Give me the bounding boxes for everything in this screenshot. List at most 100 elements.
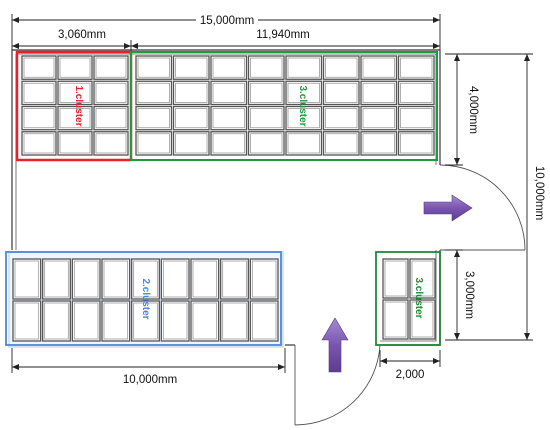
dim-total-height-bg: [532, 163, 548, 223]
cluster-3-top-cell-inner: [137, 57, 170, 78]
cluster-3-top-cell: [172, 55, 210, 80]
cluster-2-cell: [249, 258, 279, 300]
up-arrow-icon: [321, 317, 349, 373]
cluster-2-cell: [190, 258, 220, 300]
cluster-3-top-cell: [210, 131, 248, 156]
cluster-1-cell: [21, 80, 57, 106]
cluster-3-top-cell-inner: [325, 108, 358, 129]
cluster-2-cell: [71, 258, 101, 300]
cluster-3-top-cell-inner: [137, 108, 170, 129]
cluster-3-top-cell: [247, 105, 285, 131]
cluster-1-cell-inner: [59, 108, 91, 129]
cluster-3-top-cell-inner: [325, 57, 358, 78]
cluster-3-small-cell: [382, 299, 409, 340]
cluster-3-small-cell-inner: [411, 260, 434, 297]
cluster-3-top-cell: [247, 55, 285, 80]
cluster-3-small-label: 3.cluster: [413, 277, 424, 318]
cluster-2-cell: [220, 258, 249, 300]
cluster-2-cell: [160, 300, 190, 342]
cluster-1-cell-inner: [23, 108, 55, 129]
cluster-1-cell-inner: [95, 108, 127, 129]
cluster-3-top-cell: [322, 80, 360, 106]
cluster-3-small-cell: [409, 258, 436, 299]
cluster-2-cell-inner: [251, 260, 277, 298]
cluster-2-cell: [12, 300, 42, 342]
dimension-arrowheads: [12, 17, 530, 370]
cluster-2-cell: [42, 300, 71, 342]
cluster-1-label: 1.cluster: [73, 85, 84, 126]
cluster-2-cell-inner: [192, 302, 218, 340]
cluster-3-top-cell: [135, 105, 173, 131]
cluster-2-cell: [101, 300, 131, 342]
dim-total-width: 15,000mm: [200, 15, 254, 27]
cluster-3-small-cell-inner: [384, 301, 407, 338]
cluster-1-cell-inner: [95, 133, 127, 154]
cluster-2-cell-inner: [251, 302, 277, 340]
cluster-3-top-cell-inner: [137, 82, 170, 103]
cluster-3-top-cell-inner: [287, 82, 320, 103]
cluster-3-top-cell: [397, 105, 435, 131]
cluster-3-top-cell-inner: [287, 57, 320, 78]
right-arrow-icon: [423, 194, 473, 222]
cluster-3-top-cell-inner: [400, 133, 433, 154]
cluster-3-small-cell-inner: [384, 260, 407, 297]
cluster-3-top-cell-inner: [362, 57, 395, 78]
cluster-3-top-cell-inner: [362, 108, 395, 129]
cluster-3-top-cell-inner: [325, 82, 358, 103]
cluster-3-small-grid: [382, 258, 436, 340]
cluster-3-top-cell: [285, 105, 323, 131]
dim-small-width: 2,000: [396, 369, 425, 381]
cluster-2-label: 2.cluster: [140, 278, 151, 319]
cluster-3-top-grid: [135, 55, 435, 156]
cluster-1-cell: [21, 105, 57, 131]
cluster-3-top-cell: [397, 55, 435, 80]
cluster-3-top-cell: [135, 55, 173, 80]
cluster-1-cell: [57, 80, 93, 106]
cluster-3-small-outline: [375, 251, 441, 346]
cluster-2-cell-inner: [133, 260, 158, 298]
cluster-3-top-cell-inner: [137, 133, 170, 154]
cluster-2-cell-inner: [14, 302, 40, 340]
cluster-2-cell-inner: [162, 302, 188, 340]
cluster-2-cell: [220, 300, 249, 342]
cluster-2-grid: [12, 258, 279, 342]
cluster-3-top-cell: [322, 55, 360, 80]
cluster-1-cell-inner: [95, 82, 127, 103]
cluster-1-grid: [21, 55, 129, 156]
cluster-1-cell: [21, 55, 57, 80]
cluster-2-cell: [12, 258, 42, 300]
cluster-2-cell: [160, 258, 190, 300]
cluster-2-cell-inner: [103, 302, 129, 340]
dim-right-width: 11,940mm: [256, 29, 309, 41]
cluster-2-cell-inner: [222, 260, 247, 298]
cluster-1-cell: [93, 80, 129, 106]
cluster-2-cell: [101, 258, 131, 300]
cluster-2-cell-inner: [44, 302, 69, 340]
cluster-3-top-cell-inner: [212, 108, 245, 129]
cluster-1-cell: [93, 55, 129, 80]
cluster-2-cell: [42, 258, 71, 300]
cluster-3-top-cell-inner: [250, 82, 283, 103]
cluster-3-top-cell: [247, 131, 285, 156]
cluster-1-cell: [21, 131, 57, 156]
dim-total-height: 10,000mm: [533, 166, 545, 220]
cluster-3-top-cell-inner: [250, 57, 283, 78]
dim-bottom-width: 10,000mm: [123, 374, 177, 386]
cluster-3-top-cell: [322, 105, 360, 131]
cluster-3-top-cell: [210, 105, 248, 131]
cluster-1-cell-inner: [23, 133, 55, 154]
cluster-3-top-cell: [210, 55, 248, 80]
cluster-3-top-cell-inner: [175, 133, 208, 154]
cluster-3-top-cell: [172, 80, 210, 106]
cluster-3-top-cell: [285, 131, 323, 156]
cluster-3-top-cell-inner: [175, 108, 208, 129]
dim-total-width-bg: [196, 12, 258, 26]
door-swing-bottom: [294, 344, 381, 426]
cluster-3-top-cell-inner: [400, 57, 433, 78]
dim-upper-height: 4,000mm: [467, 86, 479, 134]
cluster-2-cell-inner: [103, 260, 129, 298]
cluster-1-cell: [57, 131, 93, 156]
cluster-1-cell-inner: [59, 82, 91, 103]
cluster-3-top-cell-inner: [287, 108, 320, 129]
